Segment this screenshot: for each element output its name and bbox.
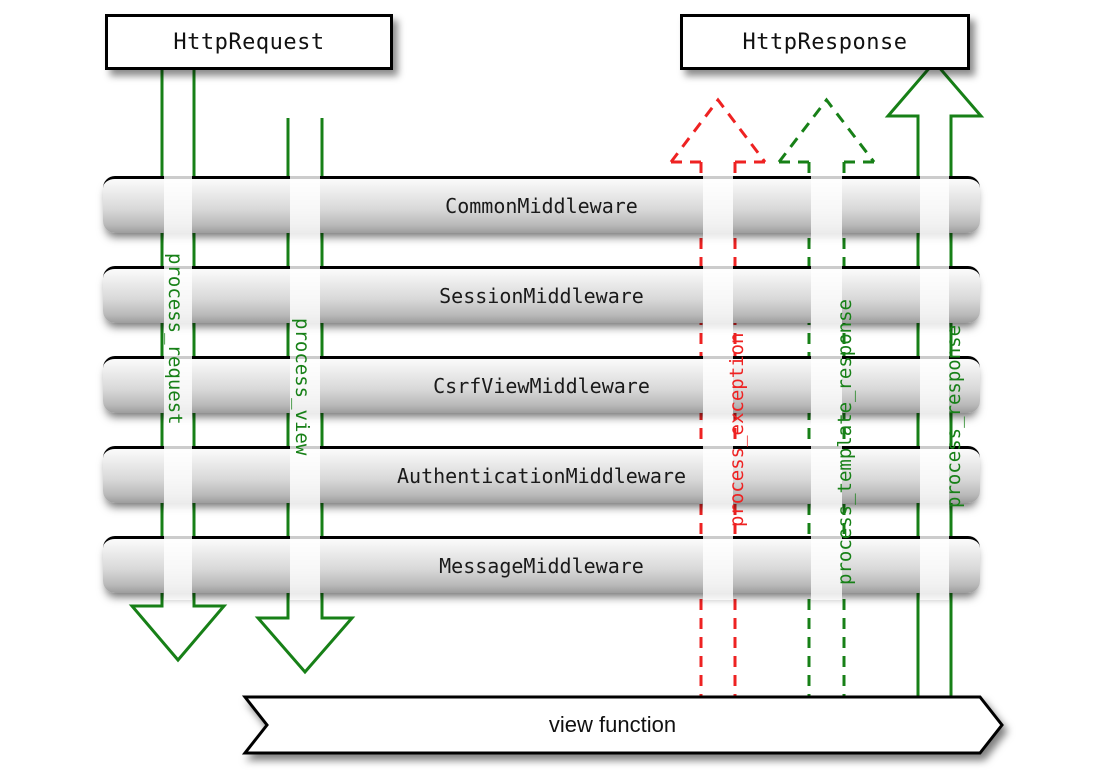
middleware-bar-common[interactable]: CommonMiddleware: [103, 176, 980, 233]
middleware-label: CommonMiddleware: [445, 194, 638, 218]
middleware-label: MessageMiddleware: [439, 554, 644, 578]
http-request-label: HttpRequest: [173, 29, 325, 55]
view-function-shape[interactable]: [241, 695, 1004, 755]
flow-label-process-view: process_view: [291, 318, 313, 456]
flow-arrow-process-request: [128, 70, 228, 663]
flow-label-process-exception: process_exception: [726, 332, 748, 527]
middleware-label: SessionMiddleware: [439, 284, 644, 308]
flow-arrow-process-view: [254, 118, 356, 675]
http-response-label: HttpResponse: [742, 29, 908, 55]
flow-label-process-response: process_response: [943, 324, 965, 508]
view-function-banner[interactable]: view function: [245, 697, 980, 753]
http-response-box[interactable]: HttpResponse: [680, 14, 970, 70]
flow-label-process-request: process_request: [164, 253, 186, 425]
http-request-box[interactable]: HttpRequest: [105, 14, 393, 70]
middleware-label: CsrfViewMiddleware: [433, 374, 650, 398]
flow-arrow-process-exception: [669, 97, 767, 697]
flow-arrow-process-template-response: [777, 97, 876, 697]
view-function-label: view function: [548, 712, 677, 737]
flow-label-process-template-response: process_template_response: [834, 299, 856, 585]
middleware-label: AuthenticationMiddleware: [397, 464, 686, 488]
